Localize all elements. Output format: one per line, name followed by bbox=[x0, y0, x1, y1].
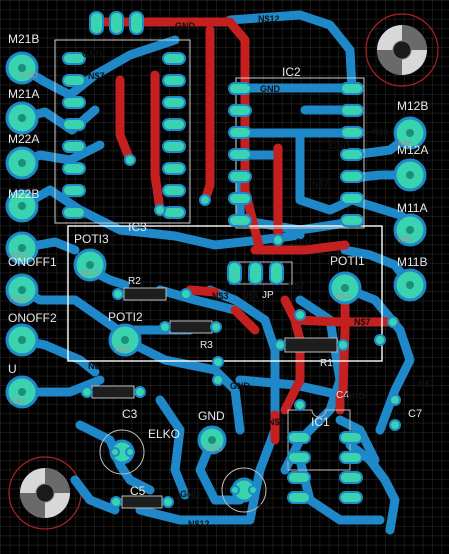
label-m11b: M11B bbox=[397, 255, 428, 269]
net-label-n57: N$7 bbox=[258, 501, 275, 511]
net-label-n57: N$7 bbox=[88, 71, 105, 81]
label-m22b: M22B bbox=[8, 187, 40, 201]
label-m12b: M12B bbox=[397, 99, 429, 113]
net-label-n512: N$12 bbox=[88, 361, 110, 371]
net-label-gnd: GND bbox=[260, 84, 280, 94]
label-m21a: M21A bbox=[8, 87, 40, 101]
pad-net-poti3: N$12 bbox=[80, 269, 100, 278]
silkscreen bbox=[54, 39, 383, 513]
net-label-n57: N$7 bbox=[312, 179, 329, 189]
net-label-n53: N$3 bbox=[212, 291, 229, 301]
label-m22a: M22A bbox=[8, 132, 40, 146]
pad-net-u: N$8 bbox=[10, 397, 25, 406]
pad-net-poti2: N$3 bbox=[115, 345, 130, 354]
label-r1: R1 bbox=[320, 358, 333, 369]
label-ic2: IC2 bbox=[282, 65, 301, 79]
net-label-n53: N$3 bbox=[268, 417, 285, 427]
mounting-hole-top-right bbox=[365, 13, 439, 87]
label-ic3: IC3 bbox=[128, 220, 147, 234]
label-poti2: POTI2 bbox=[108, 310, 143, 324]
label-elko: ELKO bbox=[148, 427, 181, 441]
pad-net-m12b: N$6 bbox=[398, 139, 413, 148]
net-label-gnd: GND bbox=[82, 49, 102, 59]
label-c5: C5 bbox=[130, 484, 146, 498]
net-label-n57: N$7 bbox=[354, 317, 371, 327]
net-label-gnd: GND bbox=[230, 381, 250, 391]
pad-net-onoff2: N$12 bbox=[10, 295, 30, 304]
label-c3: C3 bbox=[122, 407, 138, 421]
label-r3: R3 bbox=[200, 340, 213, 351]
pad-net-m21b: GND bbox=[20, 71, 38, 80]
net-label-n57: N$7 bbox=[418, 379, 435, 389]
label-poti3: POTI3 bbox=[74, 232, 109, 246]
label-gnd-pad: GND bbox=[198, 409, 225, 423]
net-label-n56: N$6 bbox=[372, 127, 389, 137]
net-label-n54: N$4 bbox=[242, 291, 259, 301]
label-r2: R2 bbox=[128, 276, 141, 287]
ic-pads bbox=[62, 11, 364, 504]
label-jp: JP bbox=[262, 290, 274, 301]
pad-net-gnd: GND bbox=[205, 444, 223, 453]
net-label-n512: N$12 bbox=[258, 14, 280, 24]
label-ic1: IC1 bbox=[311, 415, 330, 429]
label-c4: C4 bbox=[336, 390, 349, 401]
pad-net-poti1: N$4 bbox=[335, 292, 350, 301]
pad-net-onoff1: N$12 bbox=[10, 251, 30, 260]
pad-net-m11a: N$5 bbox=[398, 235, 413, 244]
label-m12a: M12A bbox=[397, 143, 429, 157]
label-onoff1: ONOFF1 bbox=[8, 255, 57, 269]
net-label-gnd: GND bbox=[295, 237, 315, 247]
mounting-hole-bottom-left bbox=[8, 456, 82, 530]
vias bbox=[81, 154, 401, 508]
connector-pads bbox=[5, 51, 427, 503]
label-poti1: POTI1 bbox=[330, 254, 365, 268]
net-label-n512: N$12 bbox=[188, 519, 210, 529]
net-label-gnd: GND bbox=[180, 489, 200, 499]
label-u: U bbox=[8, 362, 17, 376]
net-label-gnd: GND bbox=[175, 21, 195, 31]
net-label-gnd: GND bbox=[345, 391, 365, 401]
label-m21b: M21B bbox=[8, 32, 40, 46]
label-m11a: M11A bbox=[397, 201, 428, 215]
label-c7: C7 bbox=[408, 408, 423, 420]
net-label-gnd: GND bbox=[330, 141, 350, 151]
label-onoff2: ONOFF2 bbox=[8, 311, 57, 325]
net-label-n57: N$7 bbox=[288, 281, 305, 291]
